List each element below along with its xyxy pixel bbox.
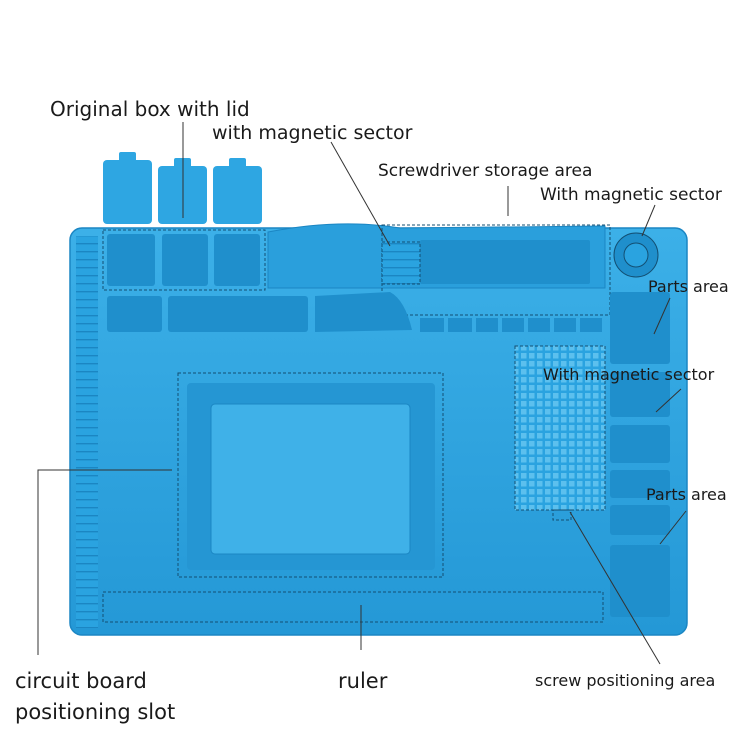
box-compartments <box>102 229 266 291</box>
small-slots <box>420 318 602 332</box>
label-ruler: ruler <box>338 669 388 693</box>
label-magnetic-sector-top: with magnetic sector <box>212 122 413 144</box>
magnetic-sector-top <box>381 241 421 285</box>
label-screwdriver-area: Screwdriver storage area <box>378 161 593 181</box>
left-ruler-strip <box>76 236 98 628</box>
screwdriver-tray <box>420 240 590 284</box>
label-parts-area-bottom: Parts area <box>646 485 727 504</box>
label-circuit-board-line2: positioning slot <box>15 700 176 724</box>
label-magnetic-sector-right: With magnetic sector <box>540 185 722 205</box>
label-original-box: Original box with lid <box>50 97 250 121</box>
label-circuit-board-line1: circuit board <box>15 669 147 693</box>
label-magnetic-sector-mid: With magnetic sector <box>543 365 715 384</box>
parts-area-right <box>610 292 670 617</box>
box-lid <box>103 160 152 224</box>
screw-grid <box>514 345 606 511</box>
label-screw-positioning: screw positioning area <box>535 671 716 690</box>
box-lid <box>213 166 262 224</box>
bottom-ruler <box>102 591 604 623</box>
silicone-mat <box>69 223 688 636</box>
label-parts-area-top: Parts area <box>648 277 729 296</box>
circuit-board-slot <box>177 372 444 578</box>
leader-lines <box>37 122 687 665</box>
